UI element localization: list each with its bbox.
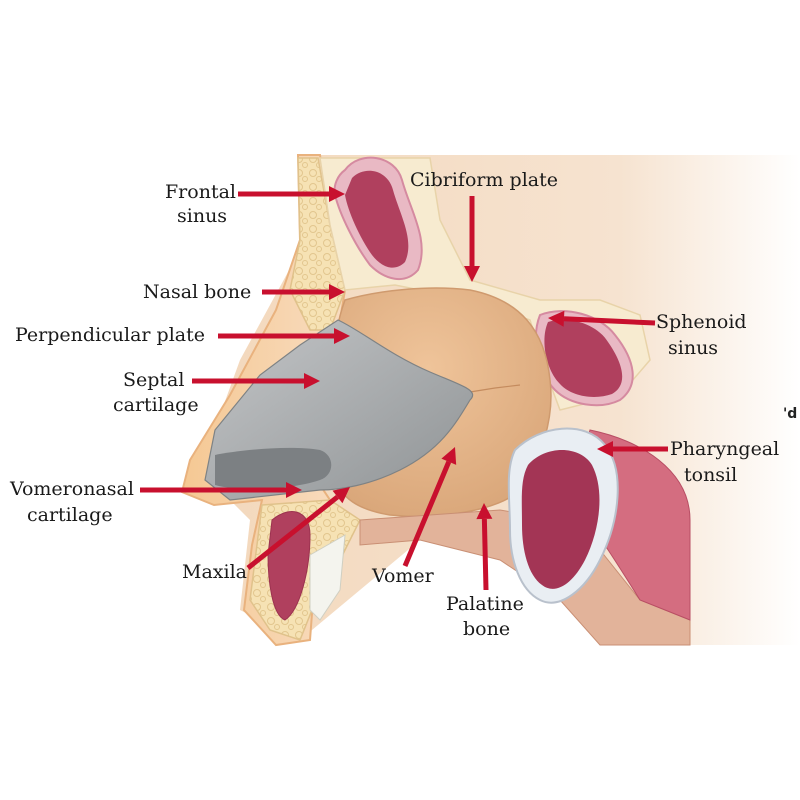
label-septal-cartilage-line2: cartilage xyxy=(113,394,199,416)
edge-text-fragment: 'd xyxy=(783,406,797,422)
label-septal-cartilage-line1: Septal xyxy=(123,369,184,391)
maxilla-tissue xyxy=(267,511,311,621)
incisor-tooth xyxy=(309,534,346,621)
arrows xyxy=(140,186,668,591)
pharyngeal-tonsil-inner xyxy=(521,450,600,589)
arrow-septal-cartilage xyxy=(192,373,320,389)
arrow-perpendicular-plate xyxy=(218,328,350,344)
label-nasal-bone: Nasal bone xyxy=(143,281,251,303)
label-palatine-bone-line2: bone xyxy=(463,618,510,640)
label-cribriform-plate: Cibriform plate xyxy=(410,169,558,191)
frontal-sinus-inner xyxy=(345,170,409,268)
label-pharyngeal-tonsil-line1: Pharyngeal xyxy=(670,438,779,460)
label-vomer: Vomer xyxy=(371,565,435,587)
arrow-vomeronasal-cartilage xyxy=(140,482,302,498)
arrow-sphenoid-sinus xyxy=(548,310,656,327)
label-perpendicular-plate: Perpendicular plate xyxy=(15,324,205,346)
label-vomeronasal-cartilage-line1: Vomeronasal xyxy=(9,478,134,500)
label-maxila: Maxila xyxy=(182,561,247,583)
arrow-maxila xyxy=(246,487,350,570)
arrow-nasal-bone xyxy=(262,284,345,300)
arrow-cribriform-plate xyxy=(464,196,480,282)
label-palatine-bone-line1: Palatine xyxy=(446,593,524,615)
arrow-frontal-sinus xyxy=(238,186,345,202)
vomeronasal-cartilage-shape xyxy=(215,447,332,490)
label-vomeronasal-cartilage-line2: cartilage xyxy=(27,504,113,526)
label-pharyngeal-tonsil-line2: tonsil xyxy=(684,464,737,486)
sphenoid-sinus-inner xyxy=(544,319,623,397)
label-sphenoid-sinus-line1: Sphenoid xyxy=(656,311,747,333)
arrow-pharyngeal-tonsil xyxy=(597,441,668,457)
label-frontal-sinus-line2: sinus xyxy=(177,205,227,227)
label-frontal-sinus-line1: Frontal xyxy=(165,181,236,203)
arrow-vomer xyxy=(402,447,457,567)
arrow-palatine-bone xyxy=(476,503,493,591)
label-sphenoid-sinus-line2: sinus xyxy=(668,337,718,359)
